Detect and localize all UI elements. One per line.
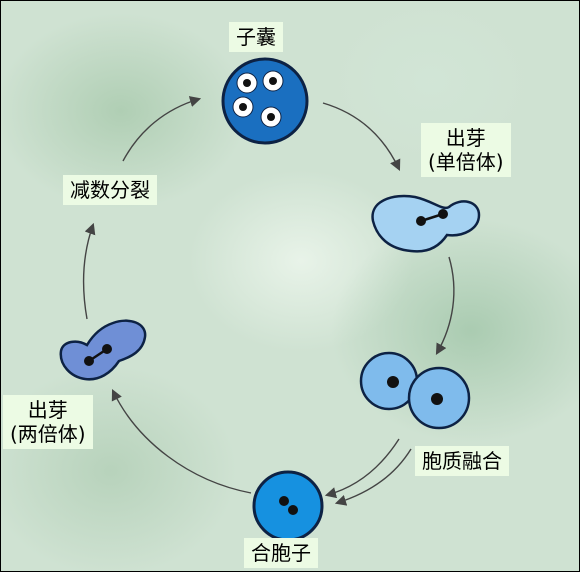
arrow-haploid-to-plasmogamy: [435, 256, 455, 355]
arrow-zygote-to-diploid: [111, 388, 252, 494]
label-zygote: 合胞子: [244, 538, 318, 568]
label-plasmogamy: 胞质融合: [415, 446, 509, 476]
label-meiosis: 减数分裂: [63, 175, 157, 205]
arrow-plasmogamy-to-zygote-1: [324, 438, 400, 499]
arrow-meiosis-to-ascus: [122, 96, 202, 162]
ascus-cell: [221, 57, 309, 145]
plasmogamy-cells: [359, 351, 471, 430]
arrow-ascus-to-haploid: [322, 102, 401, 172]
arrow-diploid-to-meiosis: [82, 222, 96, 320]
label-ascus: 子囊: [229, 22, 283, 52]
zygote-cell: [252, 470, 324, 542]
haploid-budding-cell: [371, 194, 481, 253]
label-budding-diploid: 出芽 (两倍体): [3, 395, 93, 449]
arrow-plasmogamy-to-zygote-2: [334, 448, 412, 506]
diploid-budding-cell: [59, 319, 147, 381]
label-budding-haploid: 出芽 (单倍体): [421, 123, 511, 177]
